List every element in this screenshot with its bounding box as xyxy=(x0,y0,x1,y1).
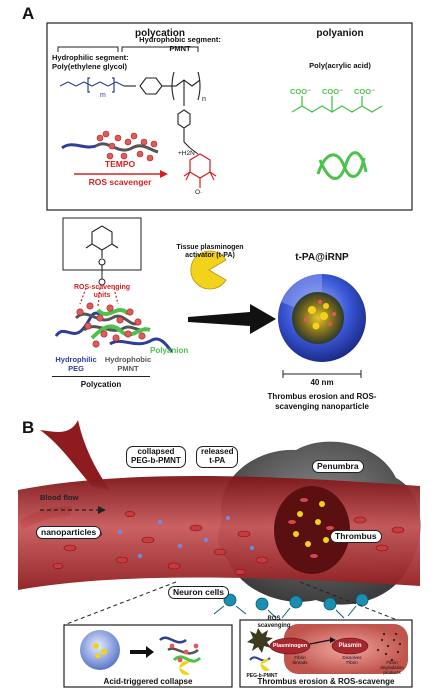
plasminogen-label: Plasminogen xyxy=(272,643,308,649)
hydrophilic-peg-label-1: Hydrophilic xyxy=(55,355,97,364)
neuron-cells xyxy=(223,593,369,611)
panel-a-letter: A xyxy=(22,4,35,23)
tempo-unit-structure xyxy=(85,225,119,272)
coo-label-3: COO⁻ xyxy=(354,87,376,96)
dissolves-fibrin-label-2: Fibrin xyxy=(346,660,358,665)
hydrophilic-peg-label-2: PEG xyxy=(68,364,84,373)
nitroxide-label: O· xyxy=(195,189,203,196)
assembly-arrow xyxy=(188,304,276,334)
ros-scavenging-label-2: scavenging xyxy=(257,623,291,629)
hydrophobic-segment-label-1: Hydrophobic segment: xyxy=(139,35,221,44)
polyanion-title: polyanion xyxy=(316,28,364,39)
polyanion-structure xyxy=(291,96,383,113)
polyanion-helix xyxy=(316,151,368,180)
tempo-label: TEMPO xyxy=(104,159,136,169)
nanoparticle-caption-2: scavenging nanoparticle xyxy=(275,402,369,411)
blood-flow-label: Blood flow xyxy=(40,493,79,502)
tpa-pacman-icon xyxy=(190,250,227,290)
plasmin-label: Plasmin xyxy=(338,643,362,649)
tempo-structure xyxy=(183,153,217,188)
fibrin-threads-label-2: threads xyxy=(292,660,308,665)
pmnt-structure xyxy=(124,71,201,149)
ros-scavenger-label: ROS scavenger xyxy=(88,177,152,187)
fibrin-degradation-label-3: products xyxy=(383,670,401,675)
thrombus-erosion-caption: Thrombus erosion & ROS-scavenge xyxy=(257,677,395,686)
scale-bar xyxy=(282,370,362,378)
neuron-cells-label: Neuron cells xyxy=(168,586,230,600)
peg-pmnt-inset-label: PEG-b-PMNT xyxy=(246,673,278,679)
hydrophilic-segment-label-2: Poly(ethylene glycol) xyxy=(52,62,128,71)
nanoparticle-illustration xyxy=(278,273,366,362)
fibrin-degradation-label-1: Fibrin xyxy=(386,660,398,665)
released-label-line-2: t-PA xyxy=(209,455,226,465)
peg-chain-structure xyxy=(59,77,125,93)
polycation-title: polycation xyxy=(134,28,186,39)
collapsed-label-line-2: PEG-b-PMNT xyxy=(131,455,181,465)
nanoparticle-dots xyxy=(117,515,255,559)
amine-label: +H2N xyxy=(178,150,195,157)
polycation-cartoon xyxy=(61,130,159,162)
branch-vessel xyxy=(40,420,110,490)
polyacrylic-acid-label: Poly(acrylic acid) xyxy=(309,61,371,70)
hydrophilic-segment-label-1: Hydrophilic segment: xyxy=(52,53,129,62)
polyion-complex-cartoon xyxy=(54,302,174,353)
penumbra-label: Penumbra xyxy=(312,460,364,474)
acid-collapse-illustration xyxy=(80,630,202,676)
pmnt-bracket xyxy=(121,46,199,52)
thrombus-label: Thrombus xyxy=(330,530,382,544)
hydrophobic-segment-label-2: PMNT xyxy=(169,44,191,53)
thrombus-erosion-illustration xyxy=(247,624,408,674)
nanoparticles-label: nanoparticles xyxy=(36,526,102,540)
released-tpa-label: released t-PA xyxy=(196,446,239,468)
tpa-label-2: activator (t-PA) xyxy=(185,252,235,259)
collapsed-label-line-1: collapsed xyxy=(137,447,175,456)
hydrophobic-pmnt-label-1: Hydrophobic xyxy=(104,355,152,364)
acid-collapse-caption: Acid-triggered collapse xyxy=(103,677,193,686)
polycation-underline xyxy=(52,376,150,377)
scale-bar-label: 40 nm xyxy=(310,378,334,387)
tempo-unit-box xyxy=(62,217,142,271)
thrombus-clot xyxy=(274,486,350,574)
subscript-m: m xyxy=(100,92,106,99)
collapsed-peg-pmnt-label: collapsed PEG-b-PMNT xyxy=(126,446,186,468)
fibrin-degradation-label-2: degradation xyxy=(380,665,404,670)
polymer-box xyxy=(46,22,413,211)
subscript-n: n xyxy=(202,96,206,103)
polycation-assembly-label: Polycation xyxy=(80,380,122,389)
peg-bracket xyxy=(57,46,119,52)
nanoparticle-caption-1: Thrombus erosion and ROS- xyxy=(267,392,377,401)
dissolves-fibrin-label-1: Dissolves xyxy=(342,655,362,660)
coo-label-1: COO⁻ xyxy=(290,87,312,96)
ros-units-label-2: units xyxy=(93,292,111,299)
tpa-label-1: Tissue plasminogen xyxy=(176,244,244,251)
coo-label-2: COO⁻ xyxy=(322,87,344,96)
polyanion-assembly-label: Polyanion xyxy=(150,346,189,355)
fibrin-threads-label-1: Fibrin xyxy=(294,655,306,660)
ros-scavenging-label-1: ROS xyxy=(267,616,281,622)
nanoparticle-title: t-PA@iRNP xyxy=(295,252,349,263)
released-label-line-1: released xyxy=(201,447,234,456)
ros-units-label-1: ROS-scavenging xyxy=(73,284,131,291)
panel-b-letter: B xyxy=(22,418,35,437)
hydrophobic-pmnt-label-2: PMNT xyxy=(117,364,139,373)
